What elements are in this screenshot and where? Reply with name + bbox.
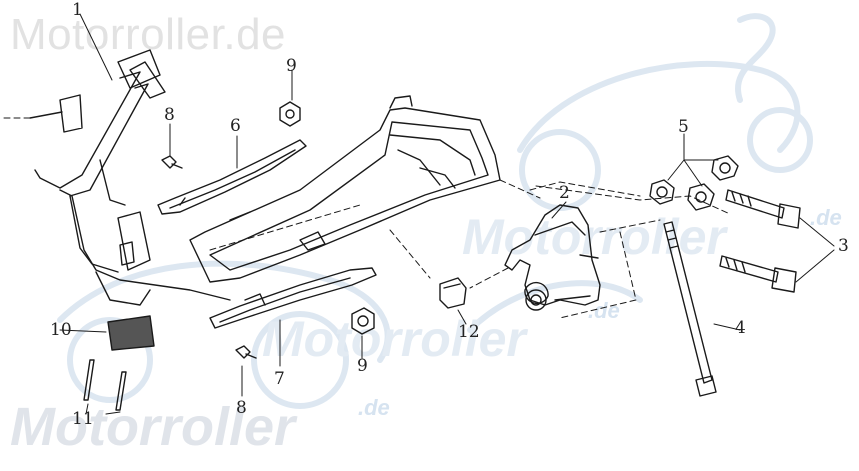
part-7-right-rail (209, 267, 377, 329)
callout-11: 11 (72, 409, 94, 429)
callout-3: 3 (838, 236, 849, 256)
callout-5: 5 (678, 117, 689, 137)
part-11-pins (83, 359, 127, 411)
callout-9-bottom: 9 (357, 356, 368, 376)
watermark-middle: Motorroller (462, 209, 726, 265)
callout-6: 6 (230, 116, 241, 136)
part-6-left-rail (157, 139, 307, 215)
assembly-dash-lines (0, 117, 731, 319)
callout-10: 10 (50, 320, 72, 340)
part-2-bracket (504, 204, 601, 311)
part-12-rubber-block (439, 277, 467, 309)
watermark-middle-2: Motorroller (262, 311, 526, 367)
callout-9-top: 9 (286, 56, 297, 76)
part-3-bolts (719, 189, 801, 293)
callout-4: 4 (735, 318, 746, 338)
watermark-suffix-1: .de (810, 205, 842, 230)
part-8-bolts (161, 155, 257, 359)
callout-7: 7 (274, 369, 285, 389)
callout-8-top: 8 (164, 105, 175, 125)
part-1-front-frame (29, 49, 231, 306)
part-9-nuts (279, 101, 375, 335)
callout-12: 12 (458, 322, 480, 342)
callout-1: 1 (72, 0, 83, 20)
part-10-strip (107, 315, 155, 351)
part-5-nuts (649, 155, 739, 211)
leader-lines (59, 13, 835, 415)
watermark-bottom: Motorroller (10, 397, 296, 457)
watermark-suffix-3: .de (358, 395, 390, 420)
callout-8-bottom: 8 (236, 398, 247, 418)
callout-2: 2 (559, 183, 570, 203)
part-4-long-bolt (663, 221, 717, 397)
frame-body (189, 95, 501, 283)
